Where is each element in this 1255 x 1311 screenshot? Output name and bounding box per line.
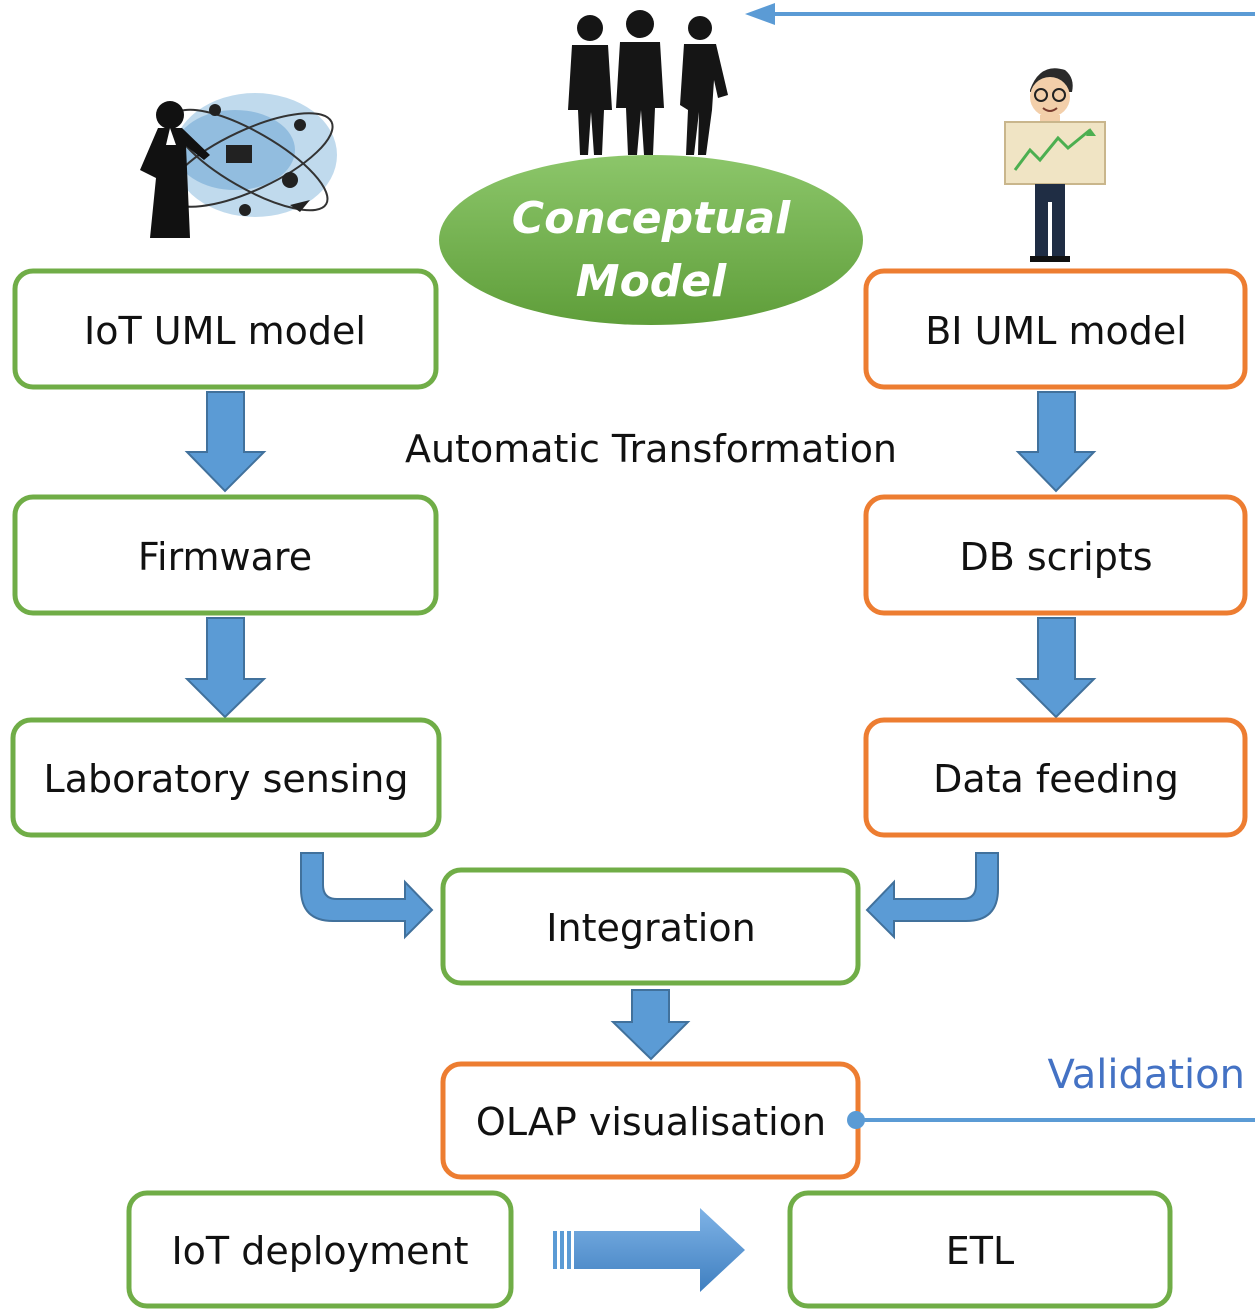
- node-db-scripts: DB scripts: [863, 494, 1248, 616]
- conceptual-model-subtitle: Model: [576, 256, 727, 307]
- node-label: Firmware: [138, 535, 312, 579]
- node-integration: Integration: [440, 867, 861, 986]
- node-label: DB scripts: [959, 535, 1152, 579]
- validation-label: Validation: [1047, 1052, 1245, 1098]
- business-people-icon: [568, 10, 728, 155]
- iot-engineer-icon: [140, 93, 337, 238]
- conceptual-model-ellipse: Conceptual Model: [439, 155, 863, 325]
- automatic-transformation-label: Automatic Transformation: [405, 427, 897, 471]
- node-iot-deployment: IoT deployment: [126, 1190, 514, 1309]
- arrow-down-db-to-feeding: [1015, 617, 1097, 719]
- node-label: IoT UML model: [84, 309, 366, 353]
- arrow-down-bi-to-db: [1015, 391, 1097, 493]
- node-firmware: Firmware: [12, 494, 439, 616]
- bent-arrow-left-to-integration: [300, 852, 434, 940]
- conceptual-model-title: Conceptual: [512, 193, 791, 244]
- node-label: BI UML model: [925, 309, 1187, 353]
- validation-connector: [847, 1111, 1255, 1129]
- bent-arrow-right-to-integration: [865, 852, 999, 940]
- node-label: Data feeding: [933, 757, 1179, 801]
- feedback-arrow-top: [745, 3, 1255, 25]
- bi-analyst-chart-icon: [1004, 68, 1106, 262]
- arrow-down-integration-to-olap: [610, 989, 691, 1061]
- fat-arrow-iot-to-etl: [553, 1208, 745, 1292]
- node-label: Laboratory sensing: [44, 757, 409, 801]
- arrow-down-iot-to-firmware: [184, 391, 267, 493]
- node-data-feeding: Data feeding: [863, 717, 1248, 838]
- node-label: Integration: [546, 906, 755, 950]
- node-laboratory-sensing: Laboratory sensing: [10, 717, 442, 838]
- node-bi-uml-model: BI UML model: [863, 268, 1248, 390]
- node-iot-uml-model: IoT UML model: [12, 268, 439, 390]
- node-label: IoT deployment: [171, 1229, 468, 1273]
- arrow-down-firmware-to-sensing: [184, 617, 267, 719]
- node-label: ETL: [946, 1229, 1014, 1273]
- node-etl: ETL: [787, 1190, 1173, 1309]
- node-label: OLAP visualisation: [476, 1100, 826, 1144]
- node-olap-visualisation: OLAP visualisation: [440, 1061, 861, 1180]
